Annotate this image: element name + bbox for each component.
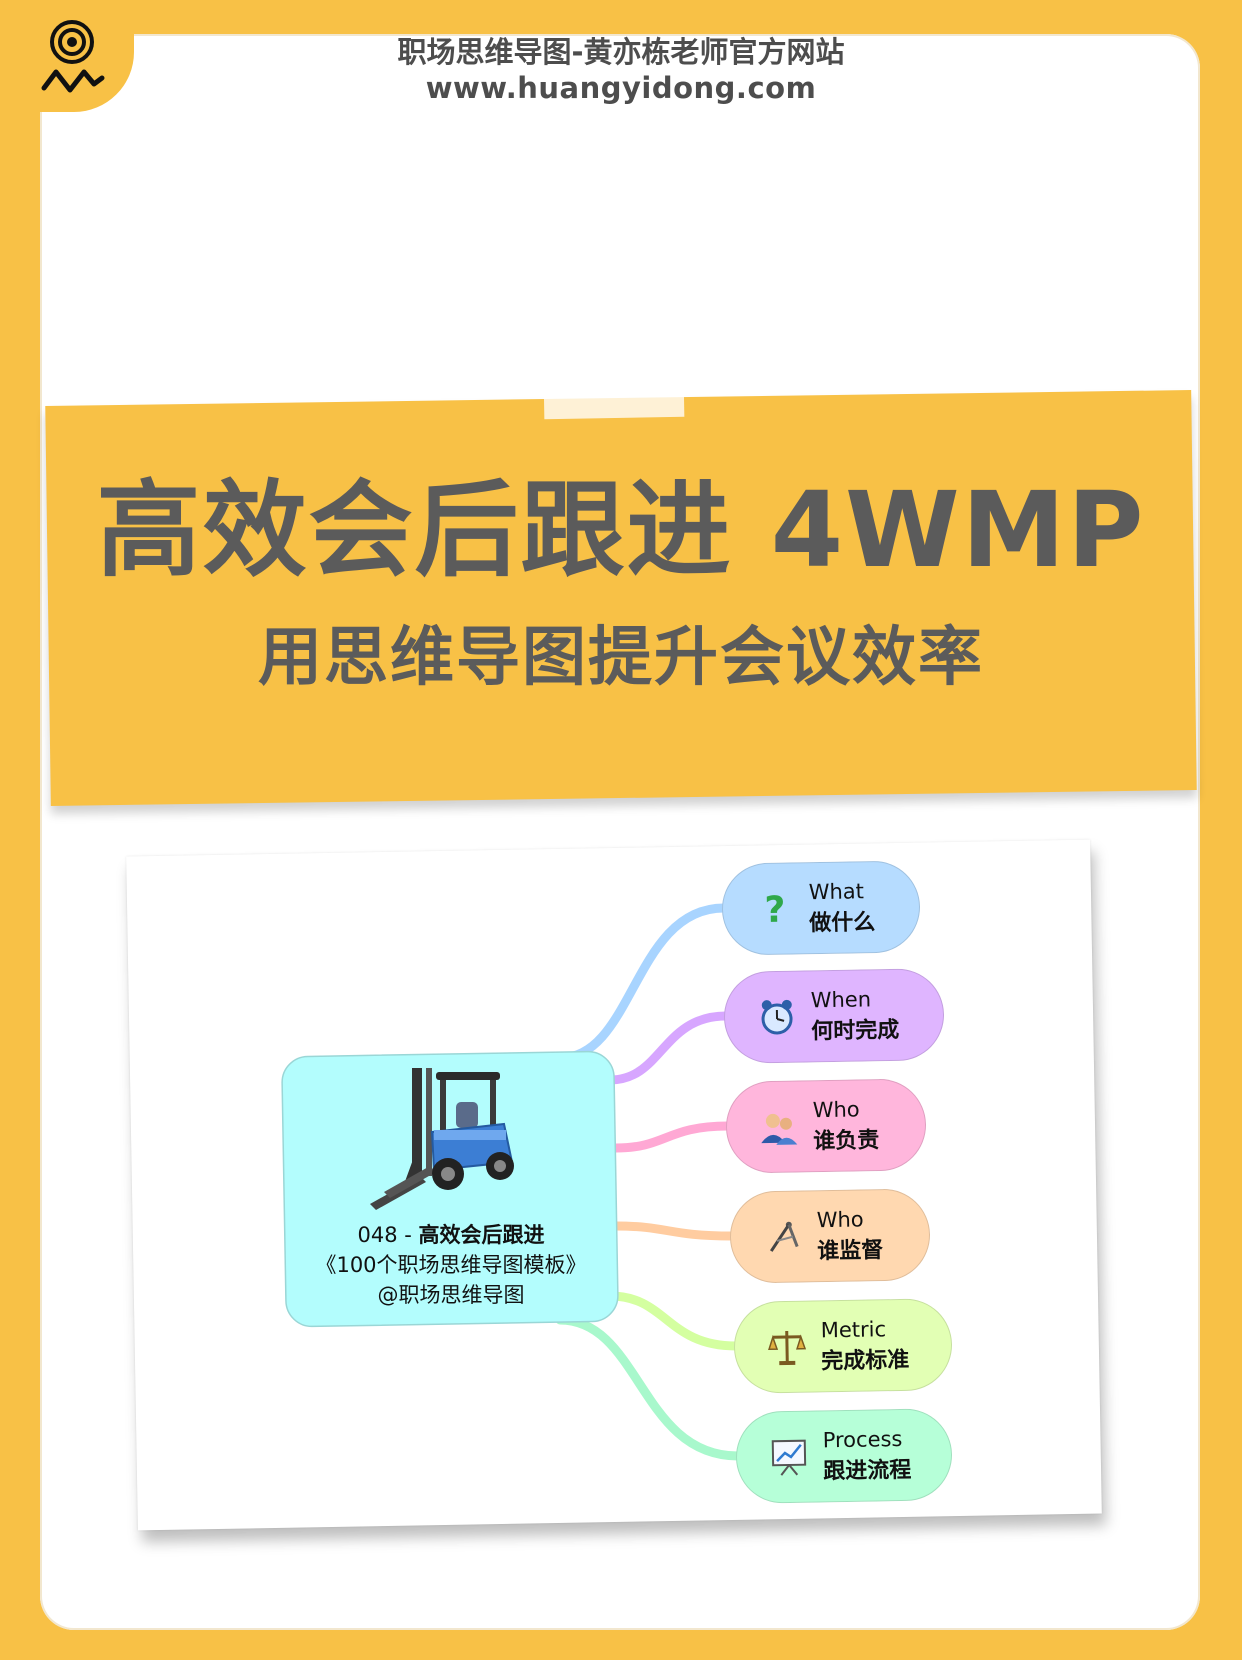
branch-node-process: Process 跟进流程 <box>735 1408 953 1504</box>
branch-label-zh: 完成标准 <box>821 1347 910 1375</box>
site-header: 职场思维导图-黄亦栋老师官方网站 www.huangyidong.com <box>0 34 1242 106</box>
site-title: 职场思维导图-黄亦栋老师官方网站 <box>397 35 845 69</box>
connector-line <box>555 1315 743 1461</box>
scales-icon <box>768 1330 807 1366</box>
forklift-icon <box>370 1068 514 1210</box>
branch-label-zh: 谁监督 <box>817 1238 884 1265</box>
branch-label-zh: 跟进流程 <box>823 1457 912 1485</box>
svg-text:?: ? <box>764 890 786 930</box>
target-mountain-logo-icon <box>41 20 105 93</box>
branch-label-zh: 何时完成 <box>811 1017 900 1045</box>
connector-line <box>605 1011 731 1085</box>
branch-label-zh: 谁负责 <box>813 1128 880 1155</box>
branch-node-when: When 何时完成 <box>723 968 945 1064</box>
connector-line <box>605 1291 741 1351</box>
alarm-clock-icon <box>761 999 793 1035</box>
center-node-text: 048 - 高效会后跟进 《100个职场思维导图模板》 @职场思维导图 <box>286 1220 616 1310</box>
center-series: 《100个职场思维导图模板》 <box>315 1253 587 1277</box>
connector-line <box>611 1121 733 1153</box>
branch-label-en: Process <box>822 1426 903 1453</box>
branch-label-en: When <box>810 987 872 1013</box>
center-number: 048 - <box>357 1223 419 1247</box>
branch-node-who-responsible: Who 谁负责 <box>725 1078 927 1174</box>
compass-icon <box>770 1221 799 1252</box>
branch-node-metric: Metric 完成标准 <box>733 1298 953 1394</box>
connector-line <box>611 1221 737 1241</box>
branch-connectors <box>555 903 743 1461</box>
center-title: 048 - 高效会后跟进 <box>286 1220 616 1250</box>
branch-label-en: Metric <box>820 1317 887 1343</box>
branch-node-who-supervise: Who 谁监督 <box>729 1188 931 1284</box>
branch-node-what: ? What 做什么 <box>721 860 921 956</box>
branch-label-en: What <box>808 879 865 905</box>
chart-board-icon <box>771 1439 807 1476</box>
page-title: 高效会后跟进 4WMP <box>96 469 1146 591</box>
question-icon: ? <box>764 890 786 930</box>
page-subtitle: 用思维导图提升会议效率 <box>258 621 984 695</box>
center-name: 高效会后跟进 <box>418 1223 545 1247</box>
branch-label-en: Who <box>812 1097 860 1123</box>
center-author: @职场思维导图 <box>377 1283 525 1307</box>
users-icon <box>761 1113 798 1145</box>
branch-label-en: Who <box>816 1207 864 1233</box>
connector-line <box>555 903 729 1063</box>
branch-label-zh: 做什么 <box>809 910 876 937</box>
site-url[interactable]: www.huangyidong.com <box>425 71 817 105</box>
